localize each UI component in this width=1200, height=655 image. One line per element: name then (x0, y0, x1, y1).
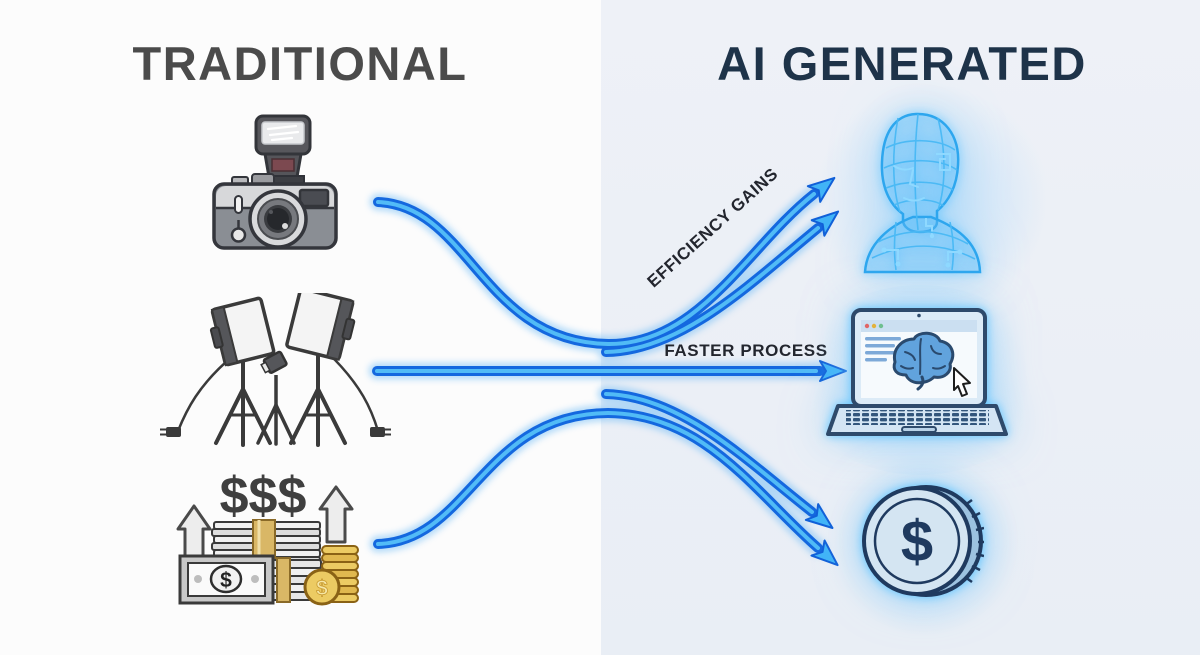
triple-dollar-text: $$$ (220, 467, 307, 525)
title-traditional: TRADITIONAL (132, 37, 468, 90)
camera-icon (212, 114, 338, 250)
arrow-money-to-coin (373, 407, 839, 567)
gold-coin-icon: $ (303, 568, 341, 606)
cursor-icon (953, 367, 971, 397)
plug-right-icon (370, 427, 391, 437)
ai-coin-icon: $ (862, 485, 984, 597)
plug-left-icon (160, 427, 181, 437)
brain-icon (892, 331, 955, 391)
ai-head-glow (812, 85, 1052, 315)
dollar-bill-icon: $ (178, 554, 275, 605)
webcam-dot-icon (917, 313, 921, 318)
ai-laptop-icon (826, 308, 1008, 436)
bill-dollar-text: $ (220, 569, 232, 592)
up-arrow-left-icon (176, 504, 212, 558)
screen-text-lines (865, 337, 901, 362)
up-arrow-right-icon (318, 485, 354, 544)
gold-coin-dollar-text: $ (316, 577, 328, 600)
money-stack-icon: $$$ $ (176, 467, 359, 606)
studio-lights-icon (160, 293, 391, 447)
trackpad (901, 426, 937, 433)
coin-edge-ridges (964, 498, 984, 584)
ai-coin-dollar-text: $ (901, 509, 933, 574)
keyboard-keys (846, 410, 989, 425)
ai-head-icon (863, 112, 982, 274)
faster-process-label: FASTER PROCESS (664, 341, 828, 360)
title-ai-generated: AI GENERATED (717, 37, 1087, 90)
